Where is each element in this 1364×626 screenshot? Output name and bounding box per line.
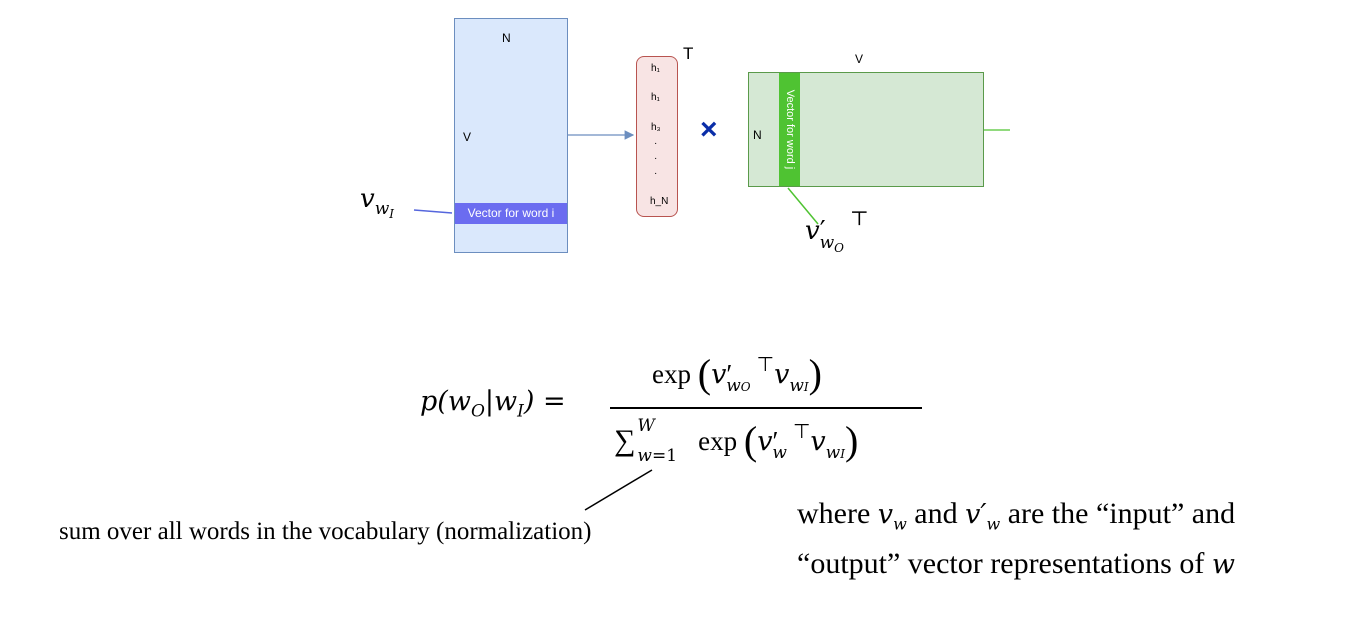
hidden-entry: h₃ xyxy=(651,122,661,133)
formula-lhs: p(wO|wI) = xyxy=(420,386,566,422)
formula-numerator: exp (v′wO⊤vwI) xyxy=(652,351,822,396)
output-matrix-col-label: V xyxy=(855,52,864,66)
sum-annotation: sum over all words in the vocabulary (no… xyxy=(59,518,592,545)
hidden-entry: h₁ xyxy=(651,63,660,74)
output-col-label: Vector for word j xyxy=(784,89,796,170)
input-row-vector: Vector for word i xyxy=(455,203,567,224)
hidden-transpose-mark: T xyxy=(683,44,694,63)
output-col-vector xyxy=(779,73,800,186)
hidden-entry: h₁ xyxy=(651,92,660,103)
vwi-math-label: vwI xyxy=(360,184,395,221)
hidden-entry: · xyxy=(654,153,658,164)
vwi-pointer-line xyxy=(413,209,453,214)
hidden-entry: · xyxy=(654,168,658,179)
where-line-2: “output” vector representations of w xyxy=(797,547,1235,581)
vwo-math-label: v′wO⊤ xyxy=(805,206,869,255)
multiply-icon: × xyxy=(700,113,718,146)
where-annotation: where vw and v′w are the “input” and “ou… xyxy=(797,494,1337,585)
input-matrix-col-label: N xyxy=(502,31,511,45)
sum-pointer-line xyxy=(584,469,653,511)
hidden-entry: h_N xyxy=(650,196,669,207)
output-matrix-row-label: N xyxy=(753,128,762,142)
input-matrix-row-label: V xyxy=(463,130,472,144)
hidden-entry: · xyxy=(654,138,658,149)
hidden-vector xyxy=(636,56,678,217)
where-line-1: where vw and v′w are the “input” and xyxy=(797,497,1236,534)
fraction-bar xyxy=(610,407,922,409)
vwo-pointer-line xyxy=(787,187,819,225)
